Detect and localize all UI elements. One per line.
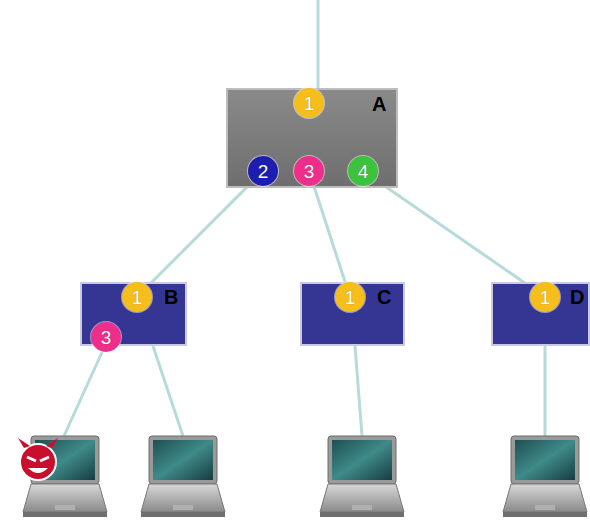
switch-label: C: [377, 287, 391, 307]
port-number-text: 3: [101, 328, 112, 347]
port-number: 3: [91, 322, 121, 352]
port-number-text: 3: [304, 162, 315, 181]
switch-box: B 1 3: [80, 282, 187, 346]
uplink-wires: [64, 0, 545, 436]
laptop-icons: [23, 436, 587, 517]
switch-box: A 1 2 3 4: [226, 88, 398, 188]
port-number-text: 1: [345, 288, 356, 307]
network-link: [148, 182, 253, 287]
malware-icon: [18, 438, 58, 480]
port-number-text: 4: [358, 162, 369, 181]
network-link: [375, 180, 532, 289]
port-number: 4: [348, 156, 378, 186]
switch-box: D1: [491, 282, 590, 346]
port-number: 1: [335, 282, 365, 312]
port-number: 2: [248, 156, 278, 186]
port-number-text: 1: [132, 288, 143, 307]
port-number: 3: [294, 156, 324, 186]
port-number-text: 1: [540, 288, 551, 307]
port-number: 1: [294, 88, 324, 118]
switch-label: B: [164, 287, 178, 307]
port-number: 1: [122, 282, 152, 312]
port-number-text: 2: [258, 162, 269, 181]
switch-box: C1: [300, 282, 405, 346]
network-link: [314, 185, 346, 282]
switch-label: A: [372, 94, 386, 114]
port-number-text: 1: [304, 94, 315, 113]
switch-label: D: [570, 287, 584, 307]
port-number: 1: [530, 282, 560, 312]
